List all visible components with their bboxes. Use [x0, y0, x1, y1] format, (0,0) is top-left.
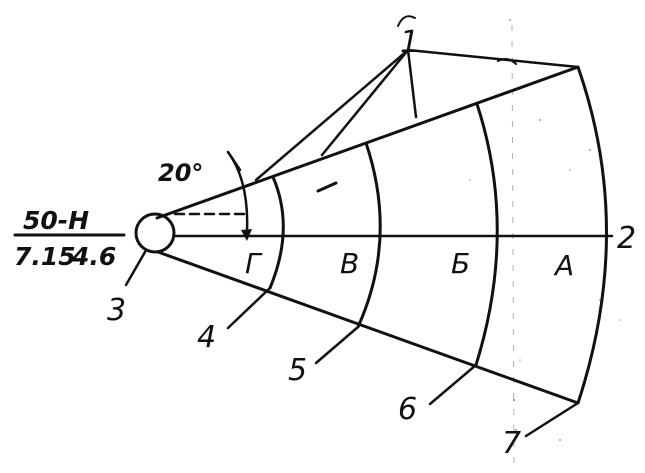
sign-bottom-left-text: 7.15	[14, 242, 76, 271]
callout-2: 2	[617, 221, 636, 256]
angle-label: 20°	[158, 159, 203, 187]
callout-5: 5	[288, 353, 307, 388]
range-arc-3	[474, 102, 499, 367]
light-characteristic-sign: 50-Н 7.15 4.6	[13, 206, 126, 271]
daymark-frame	[254, 48, 580, 182]
daymark-scribble	[497, 58, 517, 65]
zone-label-v: В	[340, 247, 359, 280]
zone-label-a: А	[553, 249, 574, 282]
callout-leaders	[124, 250, 580, 438]
callout-3: 3	[107, 293, 126, 328]
range-arc-2	[356, 141, 382, 329]
zone-label-b: Б	[451, 247, 470, 280]
scan-noise	[469, 19, 621, 441]
callout-6: 6	[398, 392, 417, 427]
angle-arrowhead-icon	[241, 229, 252, 241]
angle-tick-mark	[226, 150, 242, 172]
callout-7: 7	[502, 426, 521, 461]
range-arc-outer	[576, 65, 608, 405]
zone-label-g: Г	[245, 247, 263, 280]
range-arc-1	[268, 175, 285, 290]
sector-upper-boundary	[155, 65, 580, 220]
sector-lower-boundary	[156, 250, 580, 405]
sign-bottom-right-text: 4.6	[71, 242, 116, 271]
callout-1: 1	[400, 25, 419, 60]
callout-1-scribble	[397, 15, 416, 27]
light-source-circle	[134, 212, 176, 254]
callout-4: 4	[197, 320, 216, 355]
sign-top-text: 50-Н	[23, 206, 89, 235]
inner-sector-scribble	[316, 181, 338, 193]
